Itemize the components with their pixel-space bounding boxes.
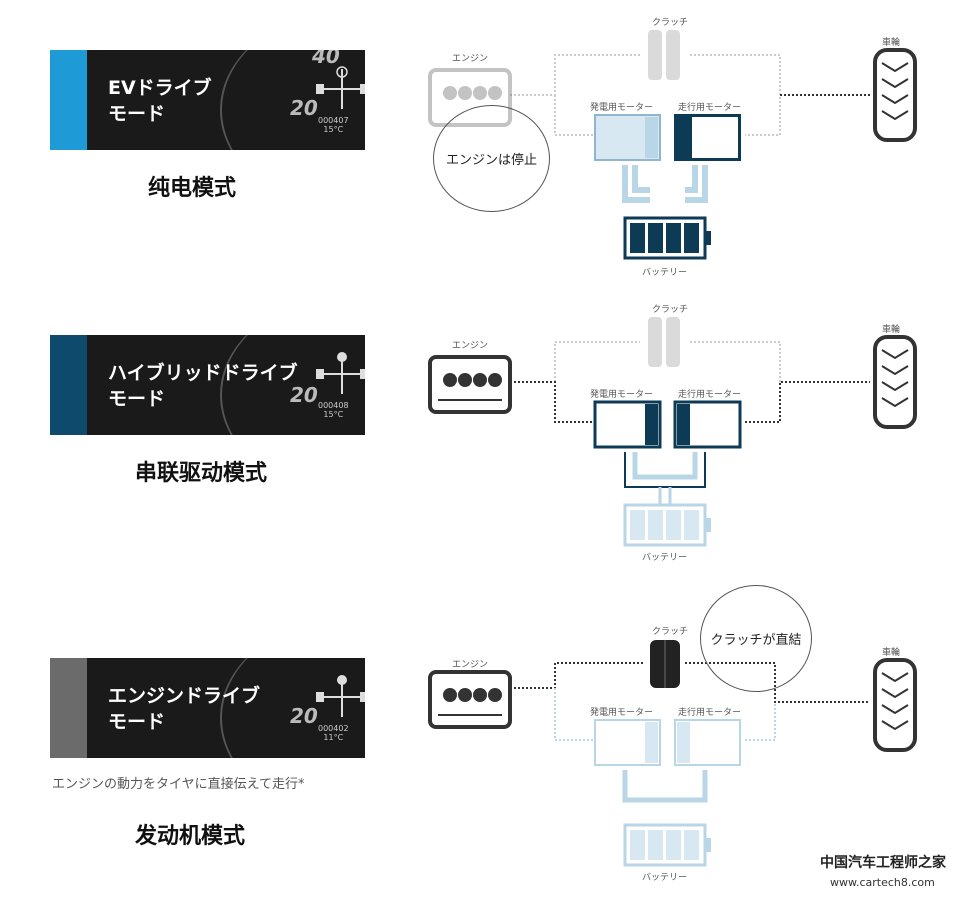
mode-color-stripe [50,50,87,150]
clutch-icon [648,317,680,367]
clutch-label: クラッチ [652,18,689,28]
clutch-label: クラッチ [652,305,689,315]
powertrain-diagram [428,317,917,547]
engine-label: エンジン [452,54,489,64]
wheel-label: 車輪 [882,38,901,48]
engine-icon [428,670,512,729]
mode-caption: 串联驱动模式 [135,461,268,486]
panel-title: EVドライブモード [108,77,212,125]
generator-motor-label: 発電用モーター [590,708,654,718]
engine-label: エンジン [452,341,489,351]
drivetrain-icon [316,675,365,717]
drivetrain-icon [316,352,365,394]
status-callout: クラッチが直結 [700,585,812,692]
engine-icon [428,355,512,414]
drivetrain-icon [316,66,365,109]
speedometer-arc [220,50,365,150]
panel-title: ハイブリッドドライブモード [108,362,298,410]
mode-color-stripe [50,658,87,758]
generator-motor-label: 発電用モーター [590,390,654,400]
speedometer-arc [220,335,365,435]
engine-mode-diagram: エンジン クラッチ 発電用モーター 走行用モーター バッテリー 車輪 クラッチが… [400,585,960,883]
panel-title: エンジンドライブモード [108,685,261,733]
engine-label: エンジン [452,660,489,670]
drive-motor-label: 走行用モーター [678,390,742,400]
wheel-icon [873,48,917,142]
speed-tick-mid: 20 [290,96,318,120]
clutch-icon [648,30,680,80]
battery-label: バッテリー [642,873,688,883]
clutch-label: クラッチ [652,627,689,637]
drive-motor-label: 走行用モーター [678,103,742,113]
mode-caption: 发动机模式 [135,824,246,849]
watermark-url: www.cartech8.com [830,876,935,889]
hybrid-mode-diagram: エンジン クラッチ 発電用モーター 走行用モーター バッテリー 車輪 [400,292,960,563]
battery-label: バッテリー [642,268,688,278]
clutch-icon [650,640,680,688]
wheel-label: 車輪 [882,648,901,658]
ev-mode-diagram: エンジン クラッチ 発電用モーター 走行用モーター バッテリー 車輪 エンジンは… [400,5,960,278]
status-callout: エンジンは停止 [433,105,550,212]
battery-label: バッテリー [642,553,688,563]
speed-tick-top: 40 [312,50,340,68]
wheel-icon [873,335,917,429]
speed-tick-mid: 20 [290,383,318,407]
powertrain-diagram [428,30,917,260]
mode-caption: 纯电模式 [148,176,237,201]
drive-motor-label: 走行用モーター [678,708,742,718]
speedometer-arc [220,658,365,758]
watermark-title: 中国汽车工程师之家 [820,855,946,871]
generator-motor-label: 発電用モーター [590,103,654,113]
wheel-label: 車輪 [882,325,901,335]
speed-tick-mid: 20 [290,704,318,728]
mode-note: エンジンの動力をタイヤに直接伝えて走行* [52,777,305,792]
powertrain-diagram [428,640,917,867]
mode-color-stripe [50,335,87,435]
wheel-icon [873,658,917,752]
